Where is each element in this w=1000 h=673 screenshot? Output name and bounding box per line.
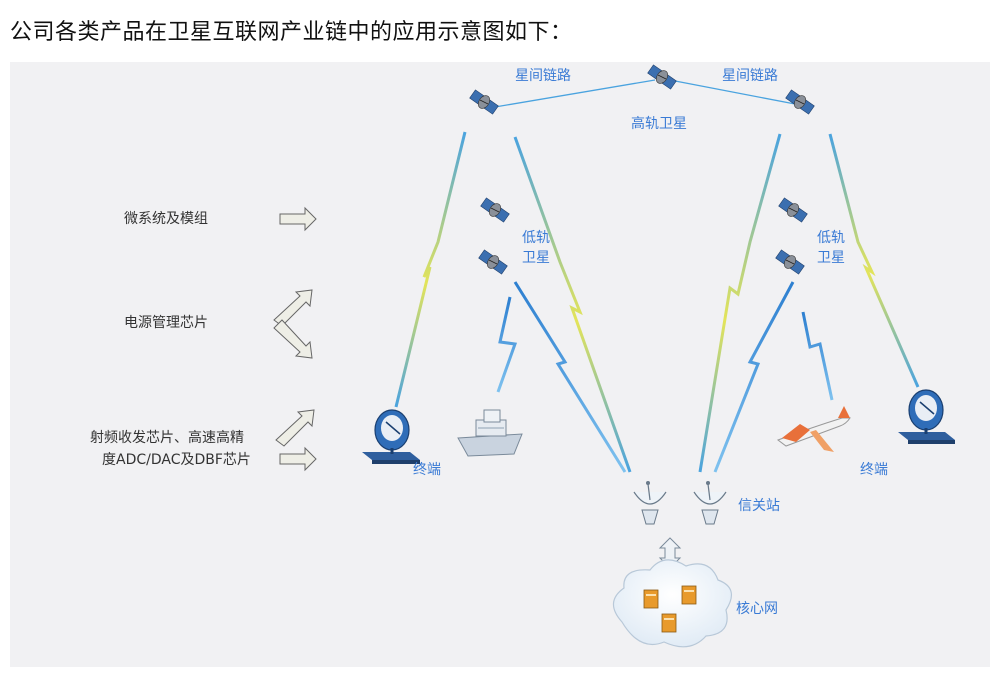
arrow-right-icon [279, 446, 317, 472]
leo-satellite-icon [778, 197, 808, 223]
gateway-label: 信关站 [738, 498, 780, 514]
leo-label-right-1: 低轨 [817, 230, 845, 246]
leo-label-right-2: 卫星 [817, 250, 845, 266]
arrow-down-right-icon [273, 319, 313, 359]
rf-chip-label-line2: 度ADC/DAC及DBF芯片 [102, 452, 251, 468]
server-icon [643, 589, 659, 609]
leo-label-left-2: 卫星 [522, 250, 550, 266]
page-title: 公司各类产品在卫星互联网产业链中的应用示意图如下： [10, 20, 573, 45]
link-geo-right-terminal [828, 133, 920, 388]
terminal-left-label: 终端 [413, 462, 441, 478]
satellite-internet-diagram: 星间链路 星间链路 高轨卫星 低轨 卫星 低轨 卫星 终端 终端 [10, 62, 990, 667]
micro-system-label: 微系统及模组 [124, 211, 208, 227]
core-network-label: 核心网 [736, 601, 778, 617]
link-geo-left-gateway [513, 136, 632, 473]
arrow-up-right-icon [275, 409, 315, 447]
airplane-icon [776, 406, 851, 452]
link-geo-right-gateway [698, 133, 782, 473]
rf-chip-label-line1: 射频收发芯片、高速高精 [90, 429, 244, 446]
terminal-left-icon [362, 409, 420, 464]
power-chip-label: 电源管理芯片 [124, 315, 208, 331]
leo-satellite-icon [480, 197, 510, 223]
isl-label-left: 星间链路 [515, 68, 571, 84]
server-icon [661, 613, 677, 633]
isl-label-right: 星间链路 [722, 68, 778, 84]
gateway-dish-icon [693, 480, 727, 525]
satellite-icon [785, 89, 815, 115]
leo-satellite-icon [775, 249, 805, 275]
terminal-right-label: 终端 [860, 462, 888, 478]
link-leo-left-gateway [513, 281, 627, 473]
arrow-right-icon [279, 206, 317, 232]
isl-link-right [669, 79, 796, 105]
link-leo-right-gateway [713, 281, 795, 473]
server-icon [681, 585, 697, 605]
terminal-right-icon [898, 389, 955, 444]
gateway-dish-icon [633, 480, 667, 525]
satellite-icon [469, 89, 499, 115]
leo-label-left-1: 低轨 [522, 230, 550, 246]
link-leo-left-ship [496, 296, 518, 393]
ship-icon [457, 409, 523, 457]
geo-satellite-icon [647, 64, 677, 90]
isl-link-left [494, 79, 656, 108]
link-leo-right-plane [801, 311, 834, 401]
geo-satellite-label: 高轨卫星 [631, 115, 687, 132]
leo-satellite-icon [478, 249, 508, 275]
link-geo-left-terminal [394, 131, 467, 408]
core-network-cloud-icon [612, 559, 733, 648]
arrow-up-right-icon [273, 289, 313, 327]
